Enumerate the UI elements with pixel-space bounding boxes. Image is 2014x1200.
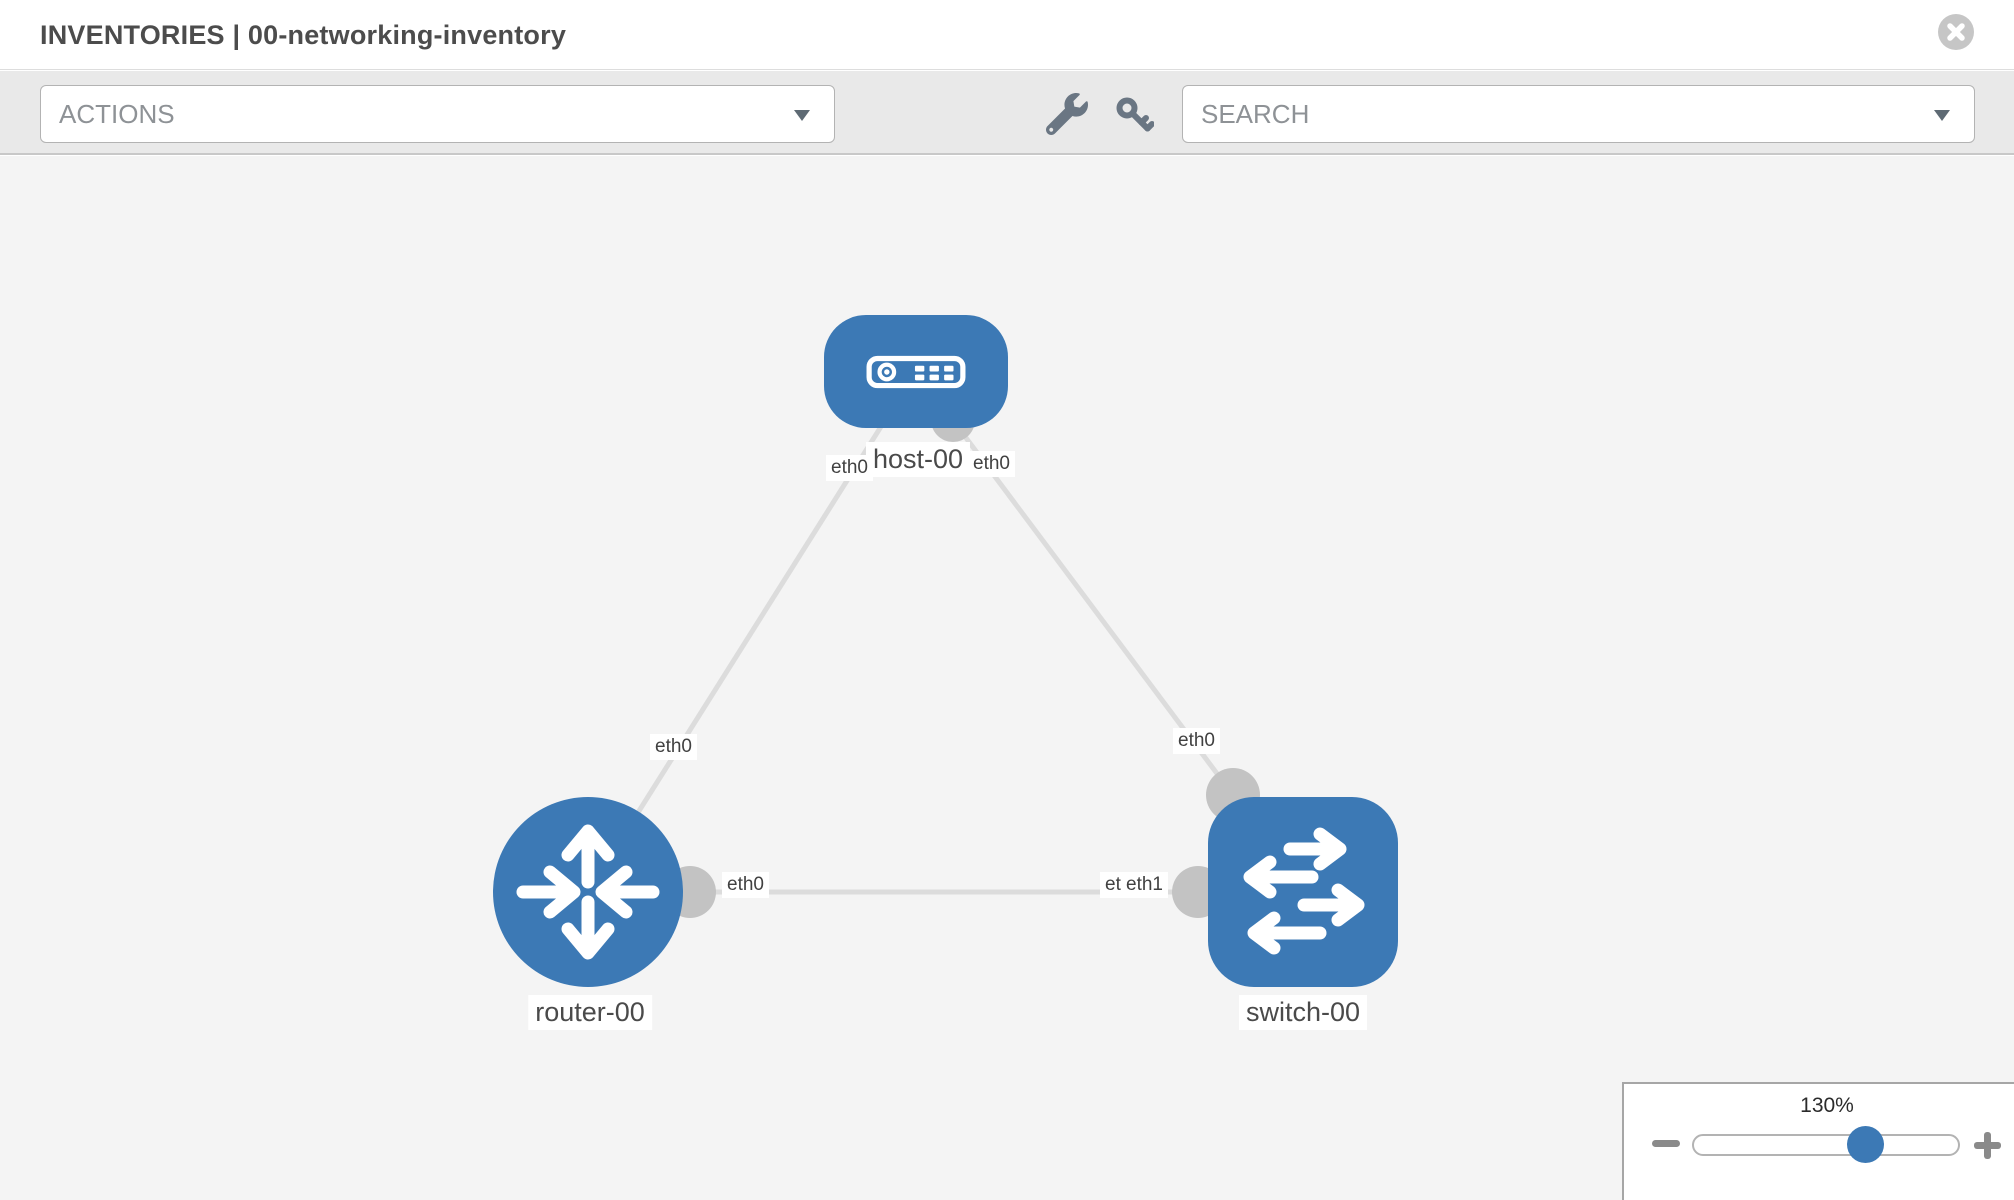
node-switch-00[interactable] [1208, 797, 1398, 987]
interface-label-router-eth0-right: eth0 [722, 872, 769, 898]
configure-tools-button[interactable] [1045, 93, 1088, 136]
header: INVENTORIES | 00-networking-inventory [0, 0, 2014, 70]
wrench-icon [1045, 93, 1088, 136]
link-host-switch [913, 369, 1236, 797]
interface-label-host-eth0-right: eth0 [968, 451, 1015, 477]
node-host-00[interactable] [824, 315, 1008, 428]
zoom-slider-track[interactable] [1692, 1134, 1960, 1156]
close-icon [1947, 23, 1965, 41]
actions-dropdown[interactable]: ACTIONS [40, 85, 835, 143]
router-icon [516, 824, 660, 960]
node-label-switch: switch-00 [1238, 995, 1368, 1030]
interface-label-host-eth0-left: eth0 [826, 455, 873, 481]
search-dropdown-label: SEARCH [1201, 98, 1310, 129]
credentials-button[interactable] [1114, 95, 1156, 137]
topology-canvas[interactable]: host-00 router-00 switch-00 eth0 eth0 et… [0, 156, 2014, 1200]
actions-dropdown-label: ACTIONS [59, 98, 175, 129]
topology-edges-layer [585, 369, 1303, 918]
node-label-host: host-00 [865, 442, 971, 477]
interface-label-switch-eth1: eth1 [1121, 872, 1168, 898]
chevron-down-icon [794, 110, 810, 121]
interface-label-router-eth0-top: eth0 [650, 734, 697, 760]
chevron-down-icon [1934, 110, 1950, 121]
close-button[interactable] [1938, 14, 1974, 50]
host-icon [866, 355, 966, 388]
key-icon [1116, 97, 1155, 132]
zoom-control-panel: 130% [1622, 1082, 2014, 1200]
zoom-in-button[interactable] [1974, 1132, 2001, 1159]
zoom-level-value: 130% [1800, 1094, 1854, 1117]
switch-icon [1243, 827, 1365, 955]
node-label-router: router-00 [528, 995, 652, 1030]
node-router-00[interactable] [493, 797, 683, 987]
zoom-slider-handle[interactable] [1847, 1126, 1884, 1163]
search-dropdown[interactable]: SEARCH [1182, 85, 1975, 143]
toolbar: ACTIONS SEARCH [0, 71, 2014, 155]
zoom-out-button[interactable] [1652, 1140, 1680, 1147]
interface-label-switch-eth0-top: eth0 [1173, 728, 1220, 754]
page-title: INVENTORIES | 00-networking-inventory [40, 20, 567, 50]
